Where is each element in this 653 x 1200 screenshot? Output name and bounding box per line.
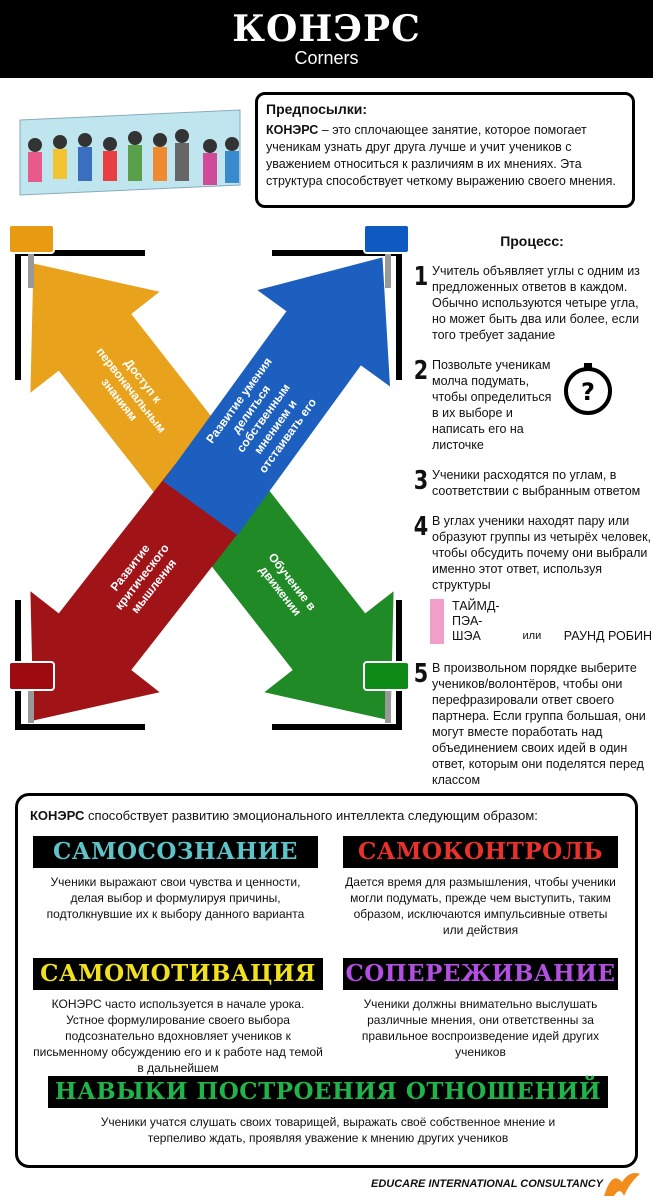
stopwatch-icon: ? <box>564 363 612 415</box>
background-lead: КОНЭРС <box>266 123 319 137</box>
footer-credit: EDUCARE INTERNATIONAL CONSULTANCY <box>370 1178 603 1190</box>
or-label: или <box>522 630 542 642</box>
page-title: КОНЭРС <box>232 8 421 50</box>
background-heading: Предпосылки: <box>266 101 368 117</box>
background-text: – это сплочающее занятие, которое помога… <box>266 123 616 188</box>
process-title: Процесс: <box>500 233 564 249</box>
structures-row: ТАЙМД-ПЭА-ШЭА или РАУНД РОБИН <box>430 599 652 644</box>
structure-timed-pair-share: ТАЙМД-ПЭА-ШЭА <box>430 599 500 644</box>
title-band: КОНЭРС Corners <box>0 0 653 78</box>
ei-intro: КОНЭРС способствует развитию эмоциональн… <box>30 808 538 823</box>
emotional-intelligence-box: КОНЭРС способствует развитию эмоциональн… <box>15 793 638 1168</box>
page-subtitle: Corners <box>294 48 359 68</box>
corner-signposts <box>8 224 410 723</box>
svg-text:?: ? <box>581 378 595 406</box>
structure-round-robin: РАУНД РОБИН <box>563 629 652 643</box>
background-speech-bubble: Предпосылки: КОНЭРС – это сплочающее зан… <box>255 92 635 208</box>
red-arrow: Развитиекритическогомышления <box>30 463 249 721</box>
corners-arrows-diagram: Доступ кпервоначальнымзнаниям Обучение в… <box>8 224 410 730</box>
classroom-students-illustration <box>19 109 241 196</box>
educare-logo <box>604 1173 640 1196</box>
